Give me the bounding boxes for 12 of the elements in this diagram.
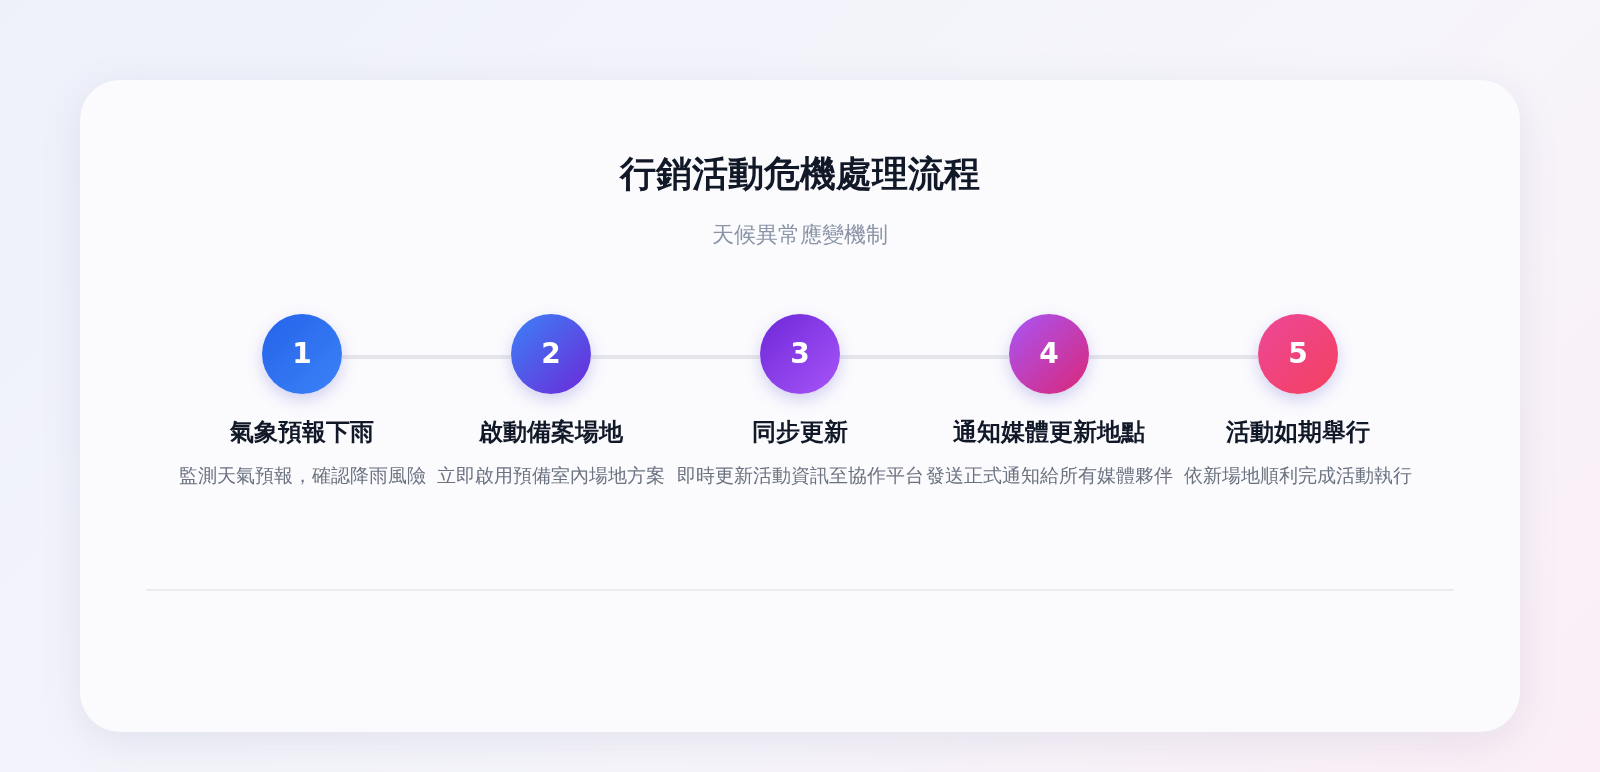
step-description: 立即啟用預備室內場地方案	[436, 463, 666, 488]
step-description: 依新場地順利完成活動執行	[1183, 463, 1413, 488]
title: 行銷活動危機處理流程	[618, 152, 981, 196]
step-description: 監測天氣預報，確認降雨風險	[177, 463, 427, 488]
step-description: 發送正式通知給所有媒體夥伴	[924, 463, 1174, 488]
step-title: 啟動備案場地	[478, 417, 624, 448]
step-title: 活動如期舉行	[1225, 417, 1371, 448]
step-title: 通知媒體更新地點	[952, 417, 1146, 448]
step-title: 同步更新	[751, 417, 849, 448]
subtitle: 天候異常應變機制	[711, 221, 889, 249]
step-title: 氣象預報下雨	[229, 417, 375, 448]
step-description: 即時更新活動資訊至協作平台	[675, 463, 925, 488]
